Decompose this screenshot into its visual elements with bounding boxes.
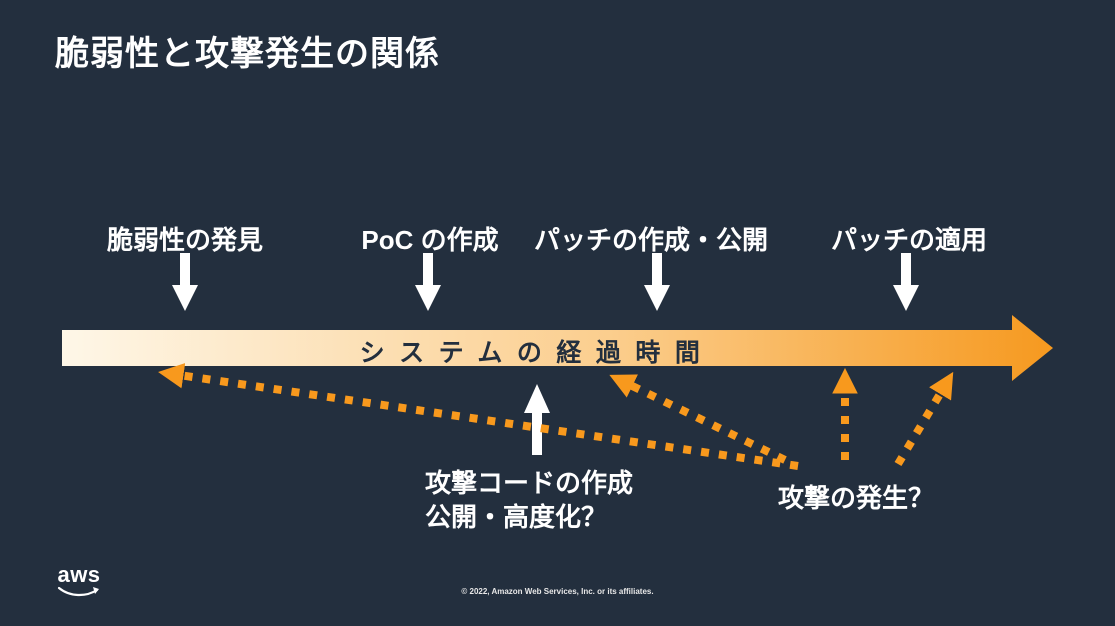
- copyright-text: © 2022, Amazon Web Services, Inc. or its…: [461, 587, 654, 596]
- timeline-label: システムの経過時間: [359, 339, 715, 367]
- down-arrow-patch-apply-icon: [893, 253, 919, 311]
- dotted-arrow-attack-to-patch-release: [609, 374, 787, 464]
- milestone-vulnerability-discovery: 脆弱性の発見: [106, 225, 264, 255]
- up-arrow-attack-code-icon: [524, 384, 550, 455]
- milestone-poc-creation: PoC の作成: [361, 225, 499, 255]
- annotation-attack-code-line2: 公開・高度化？: [425, 502, 608, 532]
- down-arrow-poc-creation-icon: [415, 253, 441, 311]
- down-arrow-vulnerability-discovery-icon: [172, 253, 198, 311]
- aws-smile-icon: [57, 586, 99, 597]
- slide-title: 脆弱性と攻撃発生の関係: [55, 35, 440, 73]
- down-arrow-patch-release-icon: [644, 253, 670, 311]
- annotation-attack-code: 攻撃コードの作成 公開・高度化？: [425, 466, 633, 534]
- milestone-patch-apply: パッチの適用: [830, 225, 988, 255]
- annotation-attack-code-line1: 攻撃コードの作成: [425, 468, 634, 498]
- aws-logo: aws: [55, 562, 103, 603]
- aws-logo-text: aws: [57, 562, 101, 587]
- dotted-arrow-attack-to-discovery: [158, 363, 799, 470]
- annotation-attack-occurrence: 攻撃の発生？: [778, 483, 935, 513]
- milestone-patch-release: パッチの作成・公開: [533, 225, 769, 255]
- dotted-arrow-attack-to-patch-apply: [894, 371, 954, 467]
